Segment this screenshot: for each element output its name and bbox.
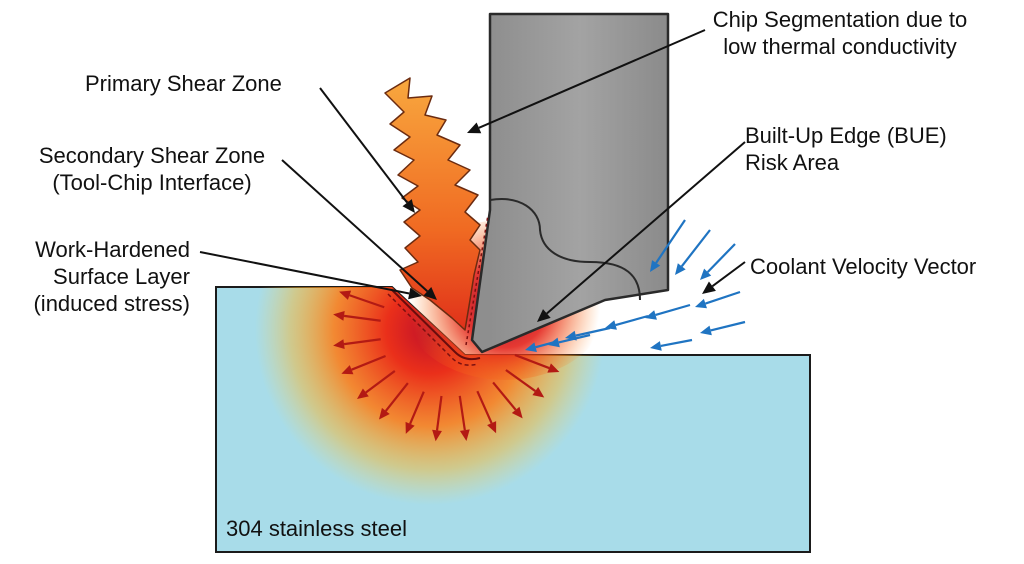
bue-risk-area-label: Built-Up Edge (BUE) Risk Area [745, 123, 947, 175]
stress-arrow [339, 290, 385, 309]
coolant-leader [702, 261, 746, 294]
coolant-arrow [700, 243, 736, 280]
coolant-velocity-label: Coolant Velocity Vector [750, 254, 977, 279]
leader-lines [199, 29, 746, 322]
stress-arrow [405, 391, 425, 434]
tool-flank-contour [489, 198, 641, 301]
primary-shear-zone-label: Primary Shear Zone [85, 71, 282, 96]
stress-arrow [341, 354, 386, 375]
stress-arrow [505, 369, 545, 398]
coolant-arrow [525, 340, 556, 352]
chip [384, 77, 481, 331]
work-hardened-layer [391, 289, 481, 361]
work-hardened-leader [199, 251, 422, 300]
coolant-arrow [695, 290, 741, 309]
stress-arrow [333, 338, 381, 350]
secondary-shear-leader [281, 159, 437, 300]
stress-arrow [476, 390, 497, 434]
coolant-arrow [650, 338, 693, 351]
coolant-arrow [650, 219, 686, 272]
stress-arrow [357, 370, 396, 400]
coolant-arrow [605, 314, 649, 330]
stress-arrow [333, 310, 381, 322]
coolant-arrow [675, 229, 711, 275]
coolant-arrow [645, 303, 691, 320]
bue-leader [537, 141, 746, 322]
stress-arrow [458, 395, 470, 442]
stress-arrow [432, 395, 443, 442]
stress-arrow [378, 382, 409, 420]
secondary-shear-zone-label: Secondary Shear Zone (Tool-Chip Interfac… [38, 143, 266, 195]
coolant-arrow [700, 320, 746, 336]
stress-arrows [333, 290, 560, 442]
chip-segmentation-leader [467, 29, 706, 134]
stress-arrow [492, 381, 523, 419]
coolant-arrows [525, 219, 746, 352]
cutting-tool [470, 12, 670, 354]
chip-segmentation-label: Chip Segmentation due to low thermal con… [712, 7, 968, 59]
material-label: 304 stainless steel [226, 516, 407, 541]
stress-arrow [514, 353, 560, 373]
primary-shear-leader [319, 87, 415, 213]
work-hardened-label: Work-Hardened Surface Layer (induced str… [33, 237, 190, 316]
